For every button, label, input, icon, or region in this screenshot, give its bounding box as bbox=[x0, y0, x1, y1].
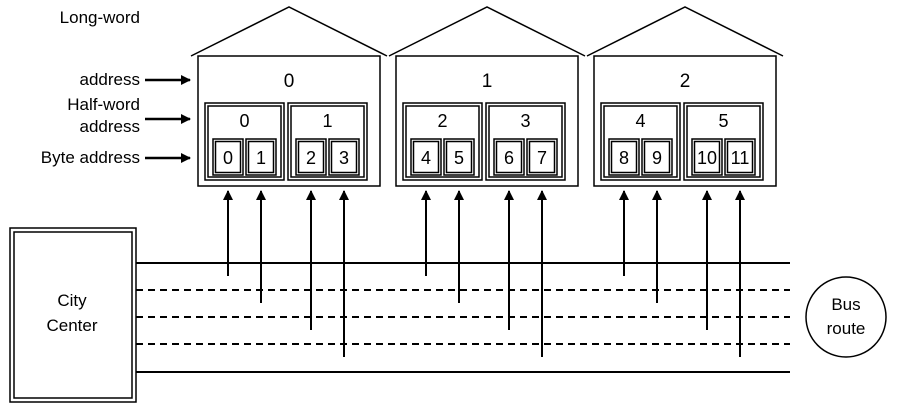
byte-number: 0 bbox=[223, 148, 233, 168]
house-2: 2 48 9 510 11 bbox=[586, 6, 784, 187]
bus-route-label-line2: route bbox=[827, 319, 866, 338]
long-word-address-label: Long-word address bbox=[60, 8, 140, 89]
bus-route-label-line1: Bus bbox=[831, 295, 860, 314]
svg-text:address: address bbox=[80, 117, 140, 136]
half-word-number: 1 bbox=[322, 111, 332, 131]
bus-route-circle: Bus route bbox=[805, 276, 887, 358]
half-word-number: 2 bbox=[437, 111, 447, 131]
byte-number: 9 bbox=[652, 148, 662, 168]
byte-7: 7 bbox=[526, 138, 558, 176]
svg-text:address: address bbox=[80, 70, 140, 89]
byte-10: 10 bbox=[691, 138, 723, 176]
byte-4: 4 bbox=[410, 138, 442, 176]
byte-0: 0 bbox=[212, 138, 244, 176]
city-center-label-line2: Center bbox=[46, 316, 97, 335]
city-center-box: City Center bbox=[9, 227, 137, 403]
byte-number: 11 bbox=[731, 148, 750, 168]
byte-number: 5 bbox=[454, 148, 464, 168]
byte-6: 6 bbox=[493, 138, 525, 176]
svg-text:Long-word: Long-word bbox=[60, 8, 140, 27]
half-word-5: 510 11 bbox=[683, 102, 764, 181]
half-word-number: 3 bbox=[520, 111, 530, 131]
half-word-number: 5 bbox=[718, 111, 728, 131]
byte-2: 2 bbox=[295, 138, 327, 176]
half-word-1: 12 3 bbox=[287, 102, 368, 181]
byte-number: 8 bbox=[619, 148, 629, 168]
byte-11: 11 bbox=[724, 138, 756, 176]
house-roof bbox=[388, 6, 586, 57]
byte-number: 10 bbox=[697, 148, 717, 168]
byte-8: 8 bbox=[608, 138, 640, 176]
house-1: 1 24 5 36 7 bbox=[388, 6, 586, 187]
half-word-2: 24 5 bbox=[402, 102, 483, 181]
byte-number: 4 bbox=[421, 148, 431, 168]
long-word-number: 2 bbox=[680, 71, 691, 92]
byte-number: 3 bbox=[339, 148, 349, 168]
byte-9: 9 bbox=[641, 138, 673, 176]
byte-number: 1 bbox=[256, 148, 266, 168]
half-word-number: 0 bbox=[239, 111, 249, 131]
city-center-label-line1: City bbox=[57, 291, 87, 310]
house-roof bbox=[190, 6, 388, 57]
half-word-address-label: Half-word address bbox=[67, 95, 140, 136]
half-word-3: 36 7 bbox=[485, 102, 566, 181]
svg-text:Half-word: Half-word bbox=[67, 95, 140, 114]
half-word-number: 4 bbox=[635, 111, 645, 131]
house-roof bbox=[586, 6, 784, 57]
byte-1: 1 bbox=[245, 138, 277, 176]
byte-arrows bbox=[223, 190, 745, 357]
byte-number: 2 bbox=[306, 148, 316, 168]
long-word-number: 1 bbox=[482, 71, 493, 92]
byte-number: 6 bbox=[504, 148, 514, 168]
long-word-number: 0 bbox=[284, 71, 295, 92]
byte-address-label: Byte address bbox=[41, 148, 140, 167]
byte-3: 3 bbox=[328, 138, 360, 176]
half-word-4: 48 9 bbox=[600, 102, 681, 181]
byte-number: 7 bbox=[537, 148, 547, 168]
byte-5: 5 bbox=[443, 138, 475, 176]
bus-lines bbox=[136, 262, 790, 373]
